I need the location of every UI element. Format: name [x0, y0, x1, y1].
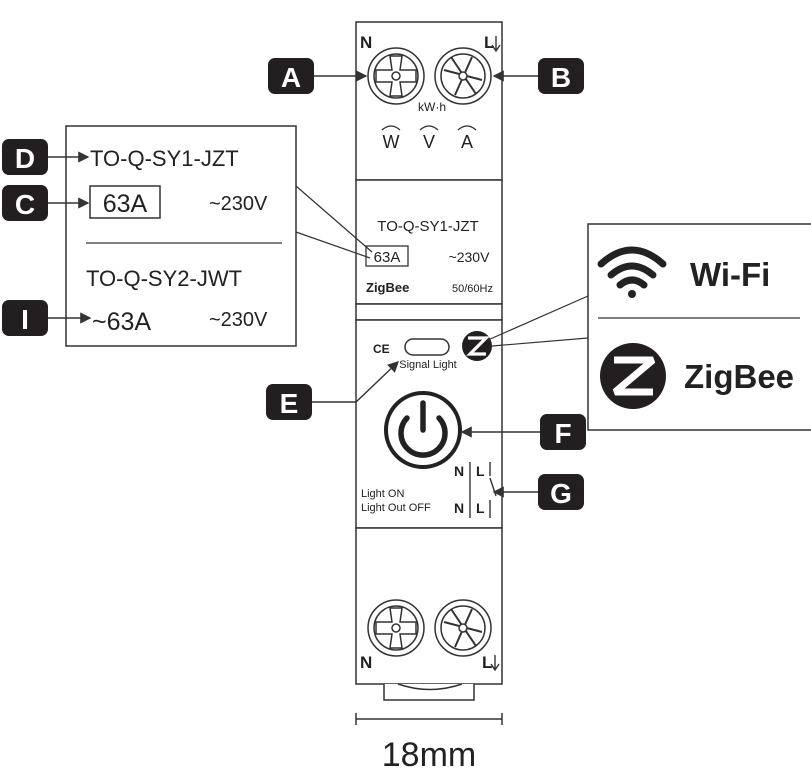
power-icon: [398, 415, 448, 458]
callout-f-badge: F: [540, 414, 586, 450]
switch-n1-label: N: [454, 463, 464, 479]
detail-voltage2: ~230V: [209, 309, 268, 331]
wifi-icon: [597, 246, 667, 298]
width-label: 18mm: [382, 736, 476, 774]
meter-v-label: V: [423, 132, 435, 152]
top-terminal-l-label: L: [484, 33, 494, 52]
bottom-terminal-n-label: N: [360, 653, 372, 672]
callout-c-badge: C: [2, 185, 48, 221]
screw-terminal-icon: [434, 599, 492, 657]
detail-current1: 63A: [103, 190, 148, 218]
switch-l1-label: L: [476, 463, 485, 479]
light-out-off-label: Light Out OFF: [361, 502, 431, 514]
zoom-leader-lines: [295, 185, 373, 259]
device-current-label: 63A: [374, 249, 401, 266]
callout-e-arrow: [312, 361, 400, 403]
svg-text:G: G: [550, 478, 572, 509]
detail-current2: ~63A: [92, 308, 151, 336]
device-voltage-label: ~230V: [449, 249, 491, 265]
ce-mark: CE: [373, 342, 390, 356]
top-terminal-n-label: N: [360, 33, 372, 52]
device-frequency-label: 50/60Hz: [452, 283, 493, 295]
meter-a-label: A: [461, 132, 473, 152]
svg-text:C: C: [15, 189, 35, 220]
detail-voltage1: ~230V: [209, 193, 268, 215]
signal-light-label: Signal Light: [399, 359, 457, 371]
protocol-leader-lines: [487, 295, 589, 347]
svg-text:B: B: [551, 62, 571, 93]
zigbee-logo-icon: [600, 343, 666, 409]
l-down-arrow-icon: [490, 655, 500, 672]
screw-terminal-icon: [367, 47, 425, 105]
screw-terminal-icon: [434, 47, 492, 105]
switch-n2-label: N: [454, 500, 464, 516]
callout-i-badge: I: [2, 300, 48, 336]
meter-w-label: W: [383, 132, 400, 152]
switch-l2-label: L: [476, 500, 485, 516]
callout-g-badge: G: [538, 474, 584, 510]
label-detail-box: [65, 125, 297, 347]
width-dimension: [355, 713, 503, 725]
wifi-label: Wi-Fi: [690, 256, 770, 293]
detail-current1-box: [89, 185, 161, 219]
detail-model1: TO-Q-SY1-JZT: [90, 146, 239, 171]
device-brand-label: ZigBee: [366, 280, 409, 295]
callout-b-badge: B: [538, 58, 584, 94]
hat-marks: [381, 125, 477, 131]
detail-model2: TO-Q-SY2-JWT: [86, 266, 242, 291]
zigbee-small-icon: [462, 331, 492, 361]
bottom-terminal-l-label: L: [482, 653, 492, 672]
svg-text:I: I: [21, 304, 29, 335]
svg-text:D: D: [15, 143, 35, 174]
callout-e-badge: E: [266, 384, 312, 420]
power-button[interactable]: [384, 391, 462, 469]
callout-d-badge: D: [2, 139, 48, 175]
svg-text:F: F: [554, 418, 571, 449]
zigbee-label: ZigBee: [684, 358, 794, 395]
kwh-label: kW·h: [418, 100, 446, 114]
signal-light-indicator: [404, 338, 450, 356]
svg-text:E: E: [280, 388, 299, 419]
callout-a-badge: A: [268, 58, 314, 94]
light-on-label: Light ON: [361, 488, 404, 500]
device-model-label: TO-Q-SY1-JZT: [377, 218, 478, 235]
svg-text:A: A: [281, 62, 301, 93]
screw-terminal-icon: [367, 599, 425, 657]
l-down-arrow-icon: [491, 36, 501, 53]
